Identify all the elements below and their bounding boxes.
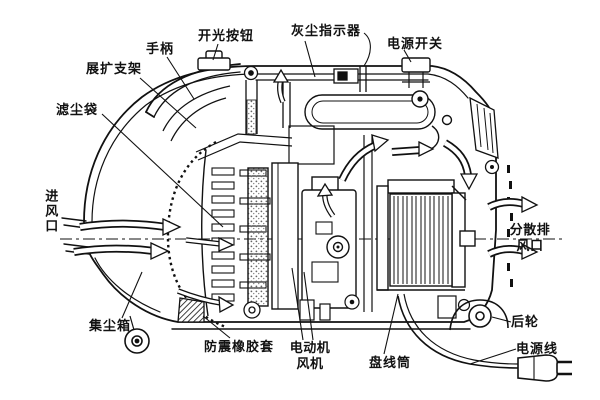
front-caster-wheel xyxy=(124,315,150,354)
rear-wheel-part xyxy=(449,299,509,331)
leader-lines xyxy=(101,32,517,365)
label-power-switch: 电源开关 xyxy=(387,36,444,51)
label-power-cord: 电源线 xyxy=(516,341,559,356)
filter-block xyxy=(247,162,299,310)
shock-rubber-mount xyxy=(177,297,261,323)
label-expand-bracket: 展扩支架 xyxy=(86,61,143,76)
label-rear-wheel: 后轮 xyxy=(511,314,540,329)
dust-indicator-part xyxy=(282,66,367,128)
handle-arch xyxy=(145,63,241,118)
label-motor: 电动机 xyxy=(289,340,331,355)
motor-fan-unit xyxy=(301,176,357,309)
power-plug xyxy=(517,354,572,382)
airflow-arrows xyxy=(73,68,539,314)
power-cord-part xyxy=(397,293,519,369)
handle-hinge xyxy=(243,65,259,135)
label-exhaust-outlet: 分散排 风口 xyxy=(506,222,554,255)
switch-button-part xyxy=(197,50,231,71)
label-dust-filter-bag: 滤尘袋 xyxy=(56,102,99,117)
label-exhaust-line1: 分散排 xyxy=(509,222,551,237)
label-handle: 手柄 xyxy=(146,41,175,56)
label-air-inlet: 进风口 xyxy=(43,189,59,234)
expanding-support-bracket xyxy=(162,85,231,142)
label-exhaust-line2: 风口 xyxy=(516,238,544,254)
label-dust-indicator: 灰尘指示器 xyxy=(291,23,362,38)
power-switch-part xyxy=(401,57,453,126)
rear-vent-panel xyxy=(469,96,500,175)
label-cord-reel: 盘线筒 xyxy=(369,355,412,370)
label-fan: 风机 xyxy=(296,356,324,372)
dust-bag xyxy=(166,133,293,329)
label-dust-box: 集尘箱 xyxy=(89,318,132,333)
label-motor-fan: 电动机 风机 xyxy=(286,340,334,373)
label-rubber-sleeve: 防震橡胶套 xyxy=(204,339,275,354)
cord-reel-part xyxy=(376,179,476,291)
air-duct xyxy=(288,94,440,165)
chamber-wall xyxy=(363,135,373,312)
label-switch-button: 开光按钮 xyxy=(198,28,255,43)
